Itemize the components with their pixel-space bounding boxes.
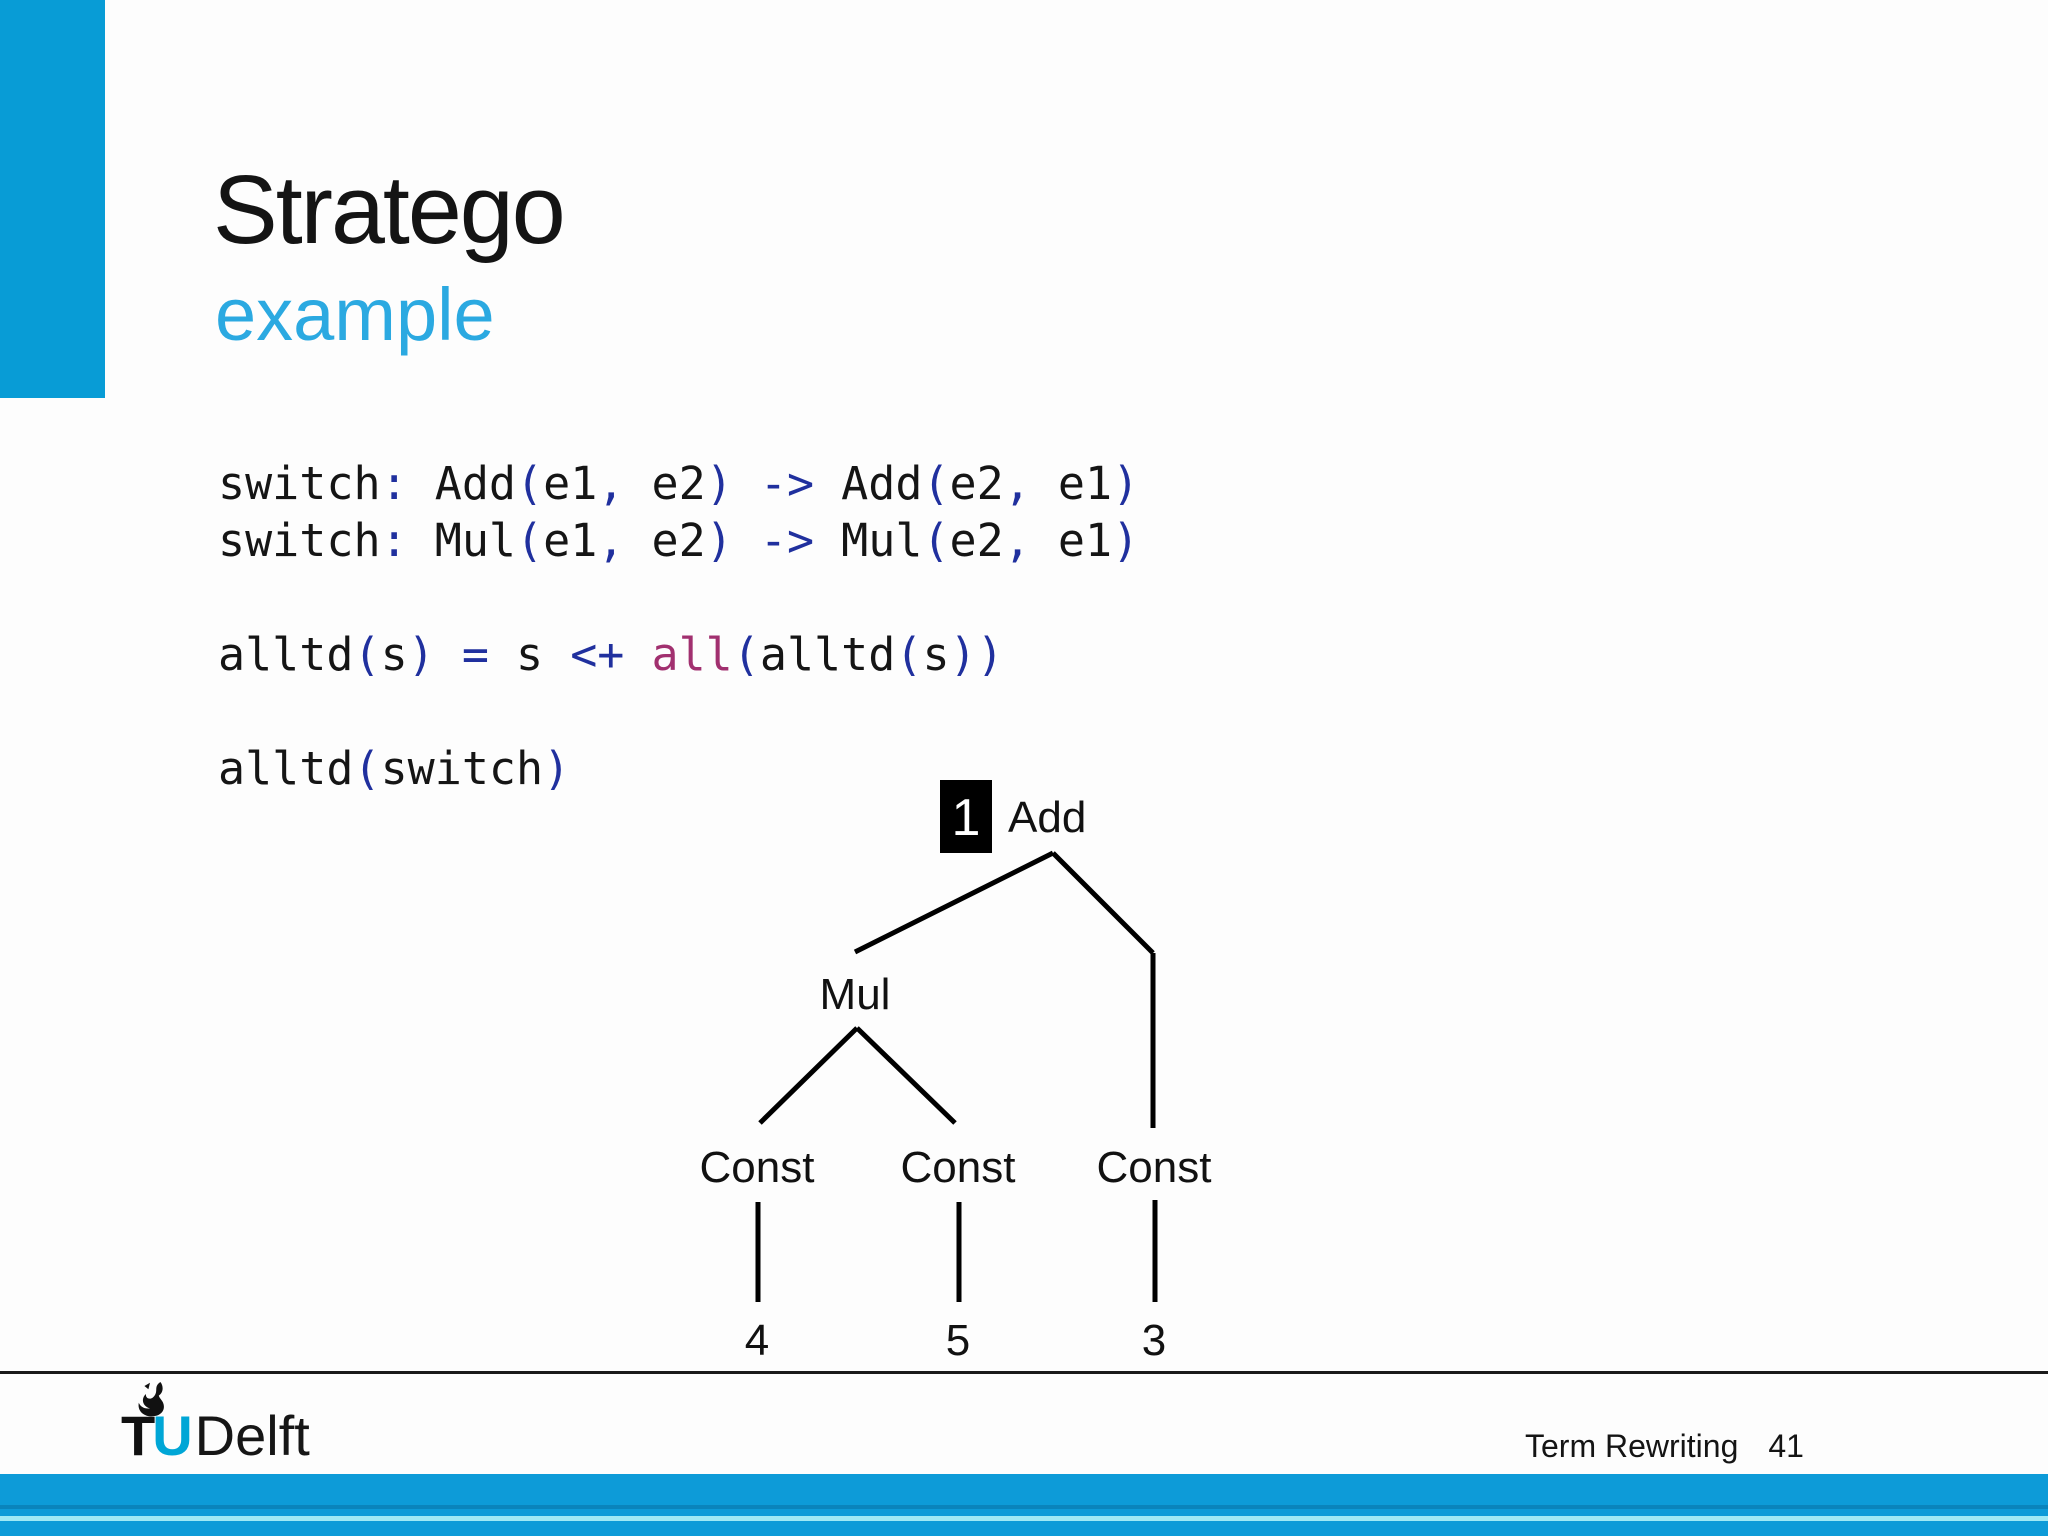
code-token: e2: [624, 457, 706, 510]
code-token: e1: [543, 514, 598, 567]
code-token: (: [895, 628, 923, 681]
code-token: ): [543, 742, 571, 795]
code-token: ,: [597, 514, 625, 567]
code-token: alltd: [218, 628, 354, 681]
code-token: :: [380, 514, 408, 567]
code-line: switch: Mul(e1, e2) -> Mul(e2, e1): [218, 512, 1139, 569]
code-token: all: [651, 628, 733, 681]
code-token: ): [1112, 514, 1140, 567]
flame-icon: [138, 1382, 164, 1417]
logo-letter-u: U: [152, 1404, 192, 1467]
code-token: (: [922, 514, 950, 567]
code-token: (: [516, 514, 544, 567]
code-token: ): [705, 457, 733, 510]
code-line: alltd(s) = s <+ all(alltd(s)): [218, 626, 1139, 683]
node-label-const-1: Const: [700, 1143, 815, 1192]
code-line: alltd(switch): [218, 740, 1139, 797]
code-token: :: [380, 457, 408, 510]
code-token: e2: [949, 514, 1004, 567]
code-token: ,: [1003, 457, 1031, 510]
code-token: [624, 628, 651, 681]
code-token: alltd: [759, 628, 896, 681]
code-token: (: [732, 628, 760, 681]
page-title: Stratego: [213, 155, 566, 264]
logo-delft-text: Delft: [194, 1404, 310, 1467]
code-token: Mul: [434, 514, 517, 567]
code-token: switch: [218, 457, 381, 510]
code-token: [408, 457, 435, 510]
node-label-add: Add: [1008, 793, 1086, 842]
code-token: [733, 514, 760, 567]
code-token: ,: [597, 457, 625, 510]
code-token: (: [353, 628, 381, 681]
code-token: (: [922, 457, 950, 510]
code-token: switch: [380, 742, 544, 795]
step-badge-number: 1: [952, 789, 981, 847]
code-token: ): [705, 514, 733, 567]
bottom-bar-stripe-light: [0, 1516, 2048, 1521]
code-token: e1: [1030, 457, 1113, 510]
code-token: )): [949, 628, 1004, 681]
code-token: =: [461, 628, 489, 681]
code-token: s: [380, 628, 408, 681]
tree-edge-mul-const2: [855, 1026, 957, 1125]
code-token: Add: [841, 457, 923, 510]
code-token: ): [1112, 457, 1140, 510]
code-token: ): [407, 628, 435, 681]
code-token: [733, 457, 760, 510]
code-token: [435, 628, 462, 681]
footer-text: Term Rewriting 41: [1525, 1428, 1804, 1465]
code-token: Mul: [841, 514, 923, 567]
code-token: (: [353, 742, 381, 795]
left-accent-bar: [0, 0, 105, 398]
code-token: <+: [570, 628, 625, 681]
code-token: e2: [624, 514, 706, 567]
term-tree-diagram: 1 Add Mul Const Const Const 4 5 3: [700, 780, 1212, 1365]
code-token: e2: [949, 457, 1004, 510]
code-token: [814, 514, 841, 567]
code-token: s: [922, 628, 950, 681]
code-line: [218, 569, 1139, 626]
footer-page-number: 41: [1768, 1428, 1804, 1464]
step-badge: [940, 780, 992, 853]
logo-wordmark: TUDelft: [121, 1408, 310, 1464]
footer-course-label: Term Rewriting: [1525, 1428, 1739, 1464]
leaf-value-middle: 5: [946, 1316, 970, 1365]
code-line: switch: Add(e1, e2) -> Add(e2, e1): [218, 455, 1139, 512]
code-token: Add: [434, 457, 517, 510]
code-token: ->: [759, 514, 815, 567]
code-token: ,: [1003, 514, 1031, 567]
node-label-const-2: Const: [901, 1143, 1016, 1192]
leaf-value-left: 4: [745, 1316, 769, 1365]
logo-letter-t: T: [121, 1404, 155, 1467]
tree-edge-mul-const1: [758, 1026, 859, 1125]
leaf-value-right: 3: [1142, 1316, 1166, 1365]
code-token: ->: [759, 457, 815, 510]
page-subtitle: example: [215, 273, 495, 356]
code-token: [408, 514, 435, 567]
tudelft-logo: TUDelft: [121, 1382, 381, 1468]
bottom-bar-stripe-dark: [0, 1505, 2048, 1509]
code-token: e1: [1030, 514, 1113, 567]
node-label-mul: Mul: [820, 970, 891, 1019]
node-label-const-3: Const: [1097, 1143, 1212, 1192]
code-token: switch: [218, 514, 381, 567]
tree-edge-add-right: [1051, 851, 1155, 955]
code-token: s: [488, 628, 571, 681]
code-token: (: [516, 457, 544, 510]
code-token: e1: [543, 457, 598, 510]
code-line: [218, 683, 1139, 740]
footer-divider: [0, 1371, 2048, 1374]
bottom-accent-bar: [0, 1474, 2048, 1536]
code-token: [814, 457, 841, 510]
tree-edge-add-mul: [853, 850, 1055, 955]
code-token: alltd: [218, 742, 354, 795]
code-block: switch: Add(e1, e2) -> Add(e2, e1)switch…: [218, 455, 1139, 797]
